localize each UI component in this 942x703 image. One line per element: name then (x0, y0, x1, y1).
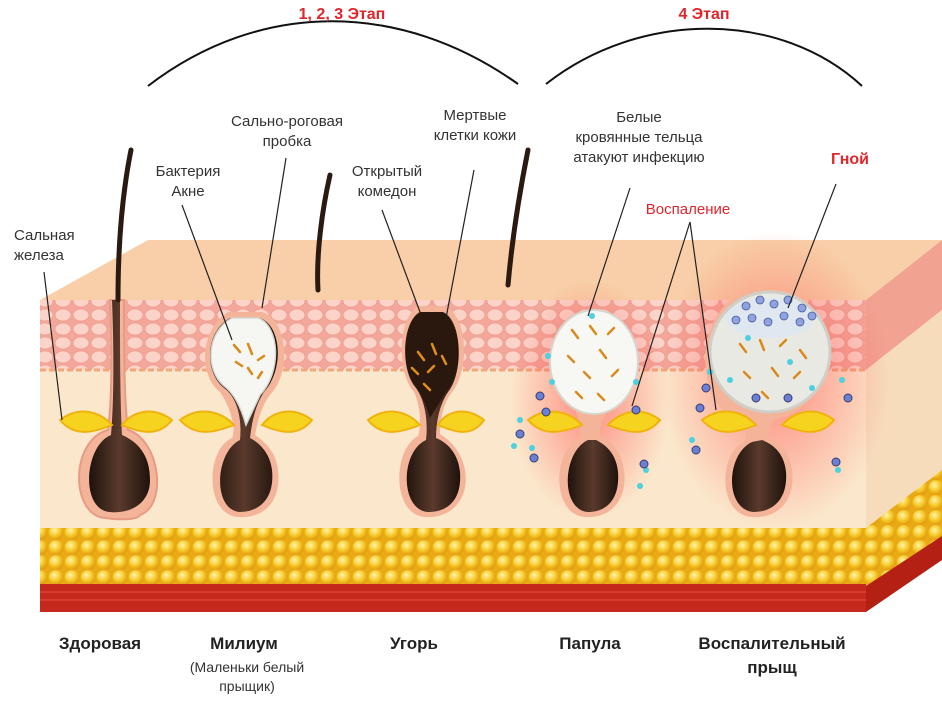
muscle-layer (40, 584, 866, 612)
follicle-papule (505, 147, 662, 518)
follicle-inflamed-pimple (689, 290, 853, 518)
label-pus: Гной (831, 151, 869, 168)
caption-healthy: Здоровая (58, 634, 142, 653)
stage-123-label: 1, 2, 3 Этап (298, 6, 386, 23)
papule-white-mass (549, 309, 639, 415)
caption-papule: Папула (559, 634, 621, 653)
follicle-milium (178, 312, 314, 518)
follicle-blackhead (315, 172, 486, 518)
stage-4-arc (545, 27, 863, 87)
stage-4-label: 4 Этап (678, 6, 730, 23)
stage-123-arc (147, 20, 519, 87)
label-inflammation: Воспаление (645, 201, 731, 218)
fat-layer (40, 528, 866, 586)
caption-milium: Милиум (210, 634, 278, 653)
caption-blackhead: Угорь (389, 634, 438, 653)
follicle-healthy (58, 147, 174, 521)
